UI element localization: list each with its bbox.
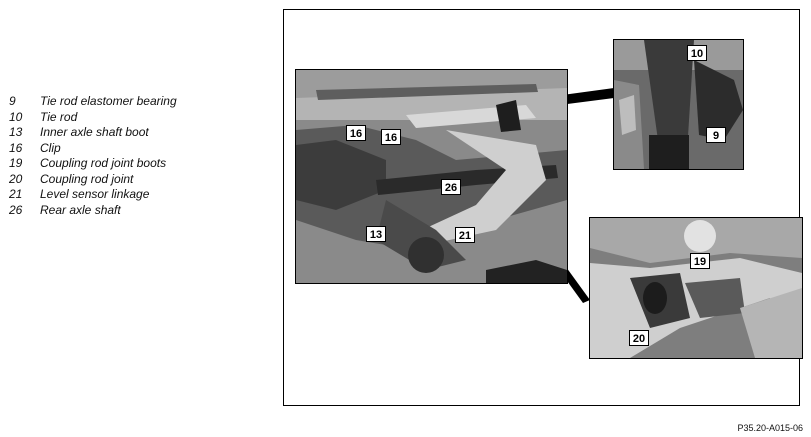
legend-item: 26 Rear axle shaft	[9, 203, 177, 219]
legend-label: Coupling rod joint	[40, 171, 134, 186]
callout-level-sensor: 21	[455, 227, 475, 243]
legend-label: Level sensor linkage	[40, 187, 150, 201]
callout-inner-boot: 13	[366, 226, 386, 242]
legend-item: 13 Inner axle shaft boot	[9, 125, 177, 141]
legend-item: 19 Coupling rod joint boots	[9, 156, 177, 172]
callout-joint-boots: 19	[690, 253, 710, 269]
legend-number: 9	[9, 94, 16, 108]
legend-label: Clip	[40, 140, 61, 155]
legend-item: 9 Tie rod elastomer bearing	[9, 94, 177, 110]
legend-number: 10	[9, 109, 23, 124]
legend-item: 20 Coupling rod joint	[9, 172, 177, 188]
legend-label: Inner axle shaft boot	[40, 125, 149, 139]
legend-number: 16	[9, 140, 23, 155]
legend-label: Tie rod	[40, 109, 78, 124]
callout-clip-right: 16	[381, 129, 401, 145]
legend-number: 19	[9, 156, 23, 170]
callout-tie-rod: 10	[687, 45, 707, 61]
legend-item: 16 Clip	[9, 141, 177, 157]
legend-item: 10 Tie rod	[9, 110, 177, 126]
callout-coupling-joint: 20	[629, 330, 649, 346]
legend-number: 26	[9, 202, 23, 217]
legend-label: Coupling rod joint boots	[40, 156, 167, 170]
detail-photo-top	[613, 39, 744, 170]
legend-number: 21	[9, 187, 23, 201]
callout-elastomer-bearing: 9	[706, 127, 726, 143]
legend-label: Rear axle shaft	[40, 202, 121, 217]
main-photo	[295, 69, 568, 284]
detail-photo-bottom	[589, 217, 803, 359]
callout-clip-left: 16	[346, 125, 366, 141]
legend-label: Tie rod elastomer bearing	[40, 94, 177, 108]
callout-rear-axle-shaft: 26	[441, 179, 461, 195]
legend: 9 Tie rod elastomer bearing 10 Tie rod 13 I…	[9, 94, 177, 218]
legend-number: 20	[9, 171, 23, 186]
figure-code: P35.20-A015-06	[737, 423, 803, 433]
legend-number: 13	[9, 125, 23, 139]
legend-item: 21 Level sensor linkage	[9, 187, 177, 203]
